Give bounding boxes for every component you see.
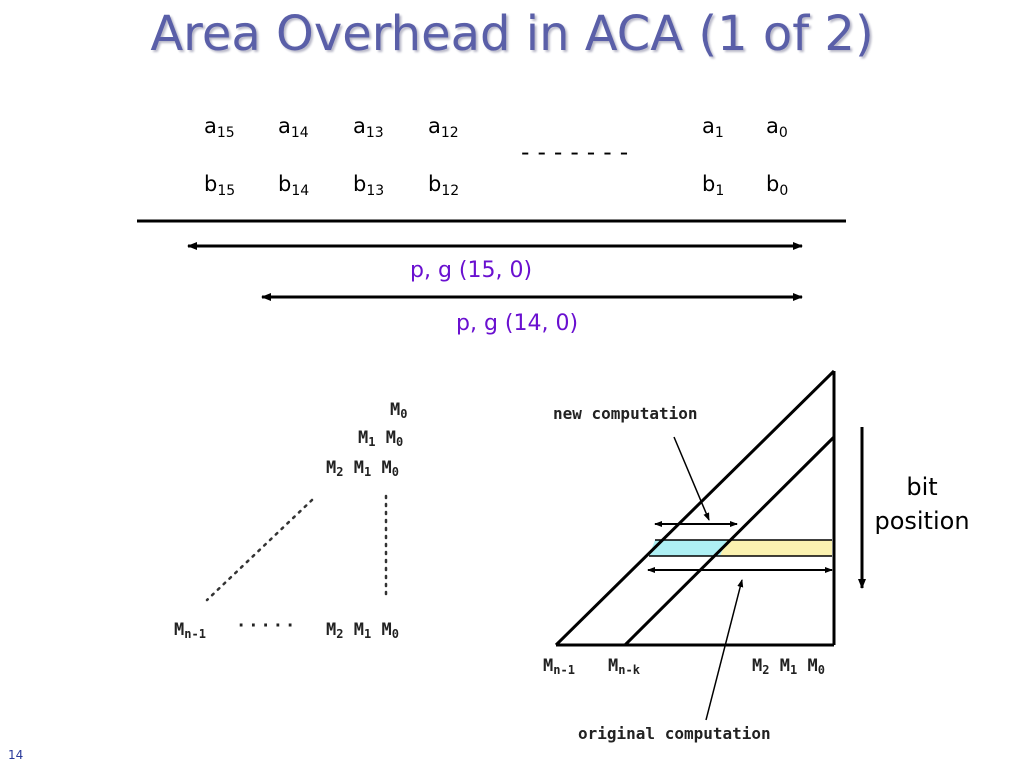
left-row-m0: M0 — [390, 400, 408, 421]
span-label-14-0: p, g (14, 0) — [456, 311, 579, 336]
right-bottom-mn1: Mn-1 — [543, 656, 575, 677]
left-diagonal-dotted-line — [205, 498, 314, 602]
page-number: 14 — [8, 748, 24, 762]
operand-b14: b14 — [278, 172, 310, 199]
operand-a14: a14 — [278, 114, 309, 141]
new-computation-band — [649, 540, 727, 556]
original-computation-label: original computation — [578, 724, 771, 743]
left-row-m1-m0: M1 M0 — [358, 428, 404, 449]
triangle-outer-diagonal — [554, 369, 836, 647]
operand-b1: b1 — [702, 172, 725, 199]
operand-a12: a12 — [428, 114, 459, 141]
right-bottom-mnk: Mn-k — [608, 656, 640, 677]
left-bottom-dots: ····· — [236, 616, 298, 636]
original-computation-pointer — [705, 579, 744, 721]
bit-position-label: bit position — [862, 470, 982, 538]
operand-b13: b13 — [353, 172, 385, 199]
operand-a13: a13 — [353, 114, 384, 141]
original-computation-band — [720, 540, 832, 556]
slide-title: Area Overhead in ACA (1 of 2) — [150, 6, 874, 62]
operand-b0: b0 — [766, 172, 789, 199]
new-computation-label: new computation — [553, 404, 698, 423]
left-bottom-m2-m1-m0: M2 M1 M0 — [326, 620, 399, 641]
bit-position-line2: position — [874, 507, 970, 535]
operand-a15: a15 — [204, 114, 235, 141]
span-label-15-0: p, g (15, 0) — [410, 258, 533, 283]
operand-a0: a0 — [766, 114, 788, 141]
triangle-inner-diagonal — [623, 435, 836, 647]
left-row-m2-m1-m0: M2 M1 M0 — [326, 458, 399, 479]
right-bottom-m2-m1-m0: M2 M1 M0 — [752, 656, 825, 677]
operand-ellipsis: ------- — [518, 138, 634, 166]
bit-position-line1: bit — [906, 473, 938, 501]
new-computation-pointer — [673, 436, 710, 521]
operand-a1: a1 — [702, 114, 724, 141]
operand-b15: b15 — [204, 172, 236, 199]
left-bottom-mn1: Mn-1 — [174, 620, 206, 641]
operand-b12: b12 — [428, 172, 460, 199]
